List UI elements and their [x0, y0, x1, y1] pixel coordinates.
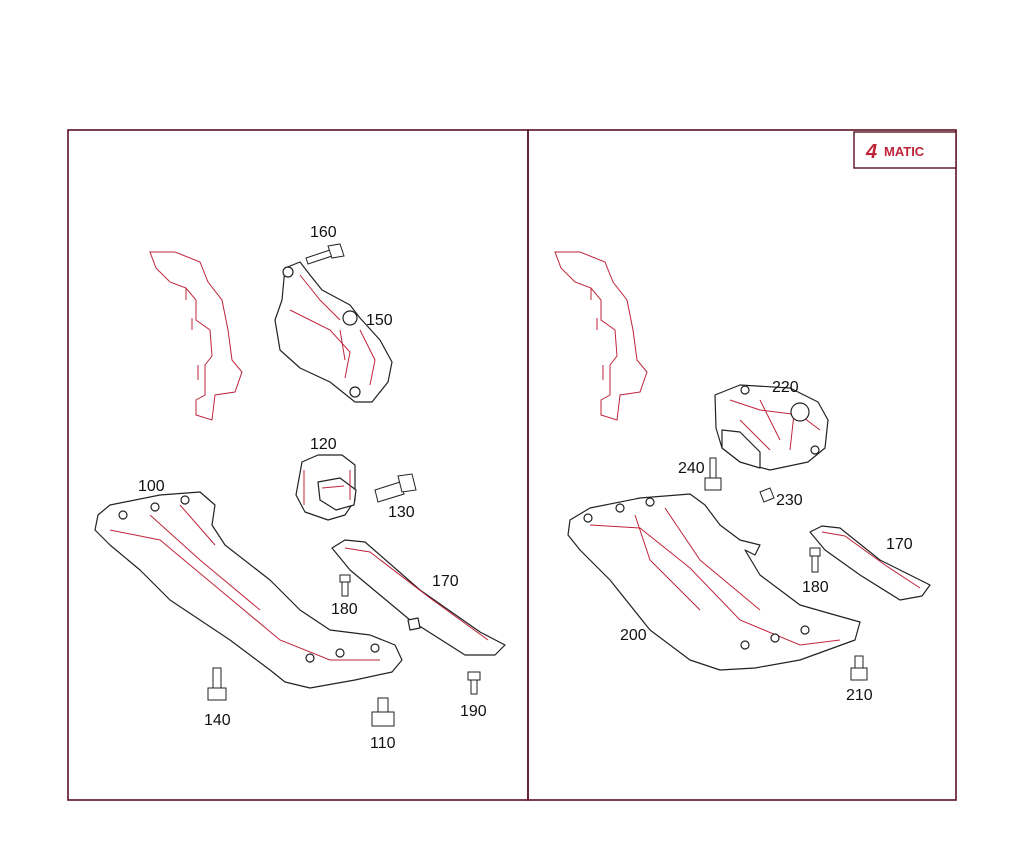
- part-210-bolt: [850, 655, 868, 681]
- badge-text: MATIC: [884, 144, 925, 159]
- label-160: 160: [310, 224, 337, 241]
- transmission-outline-left: [149, 251, 243, 421]
- part-230-nut: [759, 487, 775, 503]
- label-200: 200: [620, 627, 647, 644]
- part-110-bolt: [371, 697, 395, 727]
- label-190: 190: [460, 703, 487, 720]
- part-170-rail-left: [331, 539, 506, 656]
- label-100: 100: [138, 478, 165, 495]
- part-100-crossmember: [94, 491, 403, 689]
- part-170-rail-right: [809, 525, 931, 601]
- label-220: 220: [772, 379, 799, 396]
- label-110: 110: [370, 735, 396, 752]
- part-160-bolt: [305, 243, 345, 265]
- part-180-bolt-left: [339, 574, 351, 597]
- label-170-left: 170: [432, 573, 459, 590]
- 4matic-badge: 4 MATIC: [853, 131, 957, 169]
- label-130: 130: [388, 504, 415, 521]
- transmission-outline-right: [554, 251, 648, 421]
- part-180-bolt-right: [809, 547, 821, 573]
- right-panel-frame: [527, 129, 957, 801]
- part-190-bolt: [467, 671, 481, 695]
- label-150: 150: [366, 312, 393, 329]
- label-140: 140: [204, 712, 231, 729]
- label-170-right: 170: [886, 536, 913, 553]
- label-180-right: 180: [802, 579, 829, 596]
- label-180-left: 180: [331, 601, 358, 618]
- label-230: 230: [776, 492, 803, 509]
- part-130-bolt: [374, 473, 417, 503]
- label-240: 240: [678, 460, 705, 477]
- part-140-bolt: [207, 667, 227, 701]
- left-panel-frame: [67, 129, 529, 801]
- label-210: 210: [846, 687, 873, 704]
- part-220-mount: [714, 384, 829, 471]
- part-120-mount: [295, 454, 357, 521]
- part-200-crossmember: [567, 493, 861, 671]
- badge-number: 4: [865, 141, 877, 163]
- label-120: 120: [310, 436, 337, 453]
- part-240-bolt: [704, 457, 722, 491]
- part-150-bracket: [274, 261, 393, 403]
